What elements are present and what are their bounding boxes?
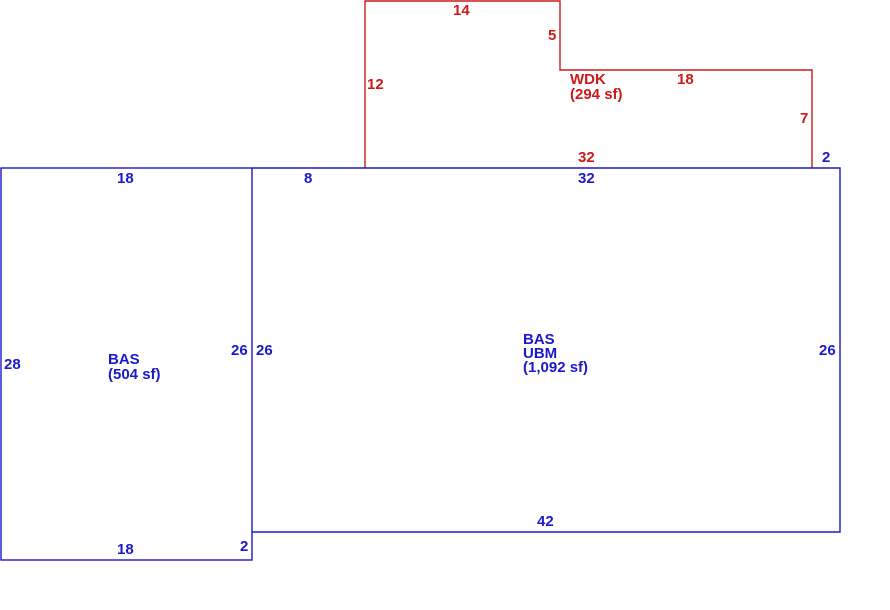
left-section-outline	[0, 167, 253, 561]
deck-area-label: (294 sf)	[570, 86, 623, 103]
left-dim-left: 28	[4, 356, 21, 373]
main-dim-top-left: 8	[304, 170, 312, 187]
main-section-outline	[252, 167, 841, 533]
main-code2-label: UBM	[523, 345, 557, 362]
deck-dim-notch: 5	[548, 27, 556, 44]
deck-code-label: WDK	[570, 71, 606, 88]
deck-dim-right: 7	[800, 110, 808, 127]
main-dim-bottom: 42	[537, 513, 554, 530]
deck-dim-bottom: 32	[578, 149, 595, 166]
main-code-label: BAS	[523, 331, 555, 348]
left-dim-right: 26	[231, 342, 248, 359]
main-dim-top-right: 2	[822, 149, 830, 166]
left-code-label: BAS	[108, 351, 140, 368]
left-dim-bottom-right: 2	[240, 538, 248, 555]
left-dim-top: 18	[117, 170, 134, 187]
left-area-label: (504 sf)	[108, 366, 161, 383]
deck-outline	[364, 0, 813, 168]
deck-dim-top: 14	[453, 2, 470, 19]
main-dim-left: 26	[256, 342, 273, 359]
main-dim-right: 26	[819, 342, 836, 359]
left-dim-bottom: 18	[117, 541, 134, 558]
main-dim-top: 32	[578, 170, 595, 187]
deck-dim-right-top: 18	[677, 71, 694, 88]
main-area-label: (1,092 sf)	[523, 359, 588, 376]
deck-dim-left: 12	[367, 76, 384, 93]
